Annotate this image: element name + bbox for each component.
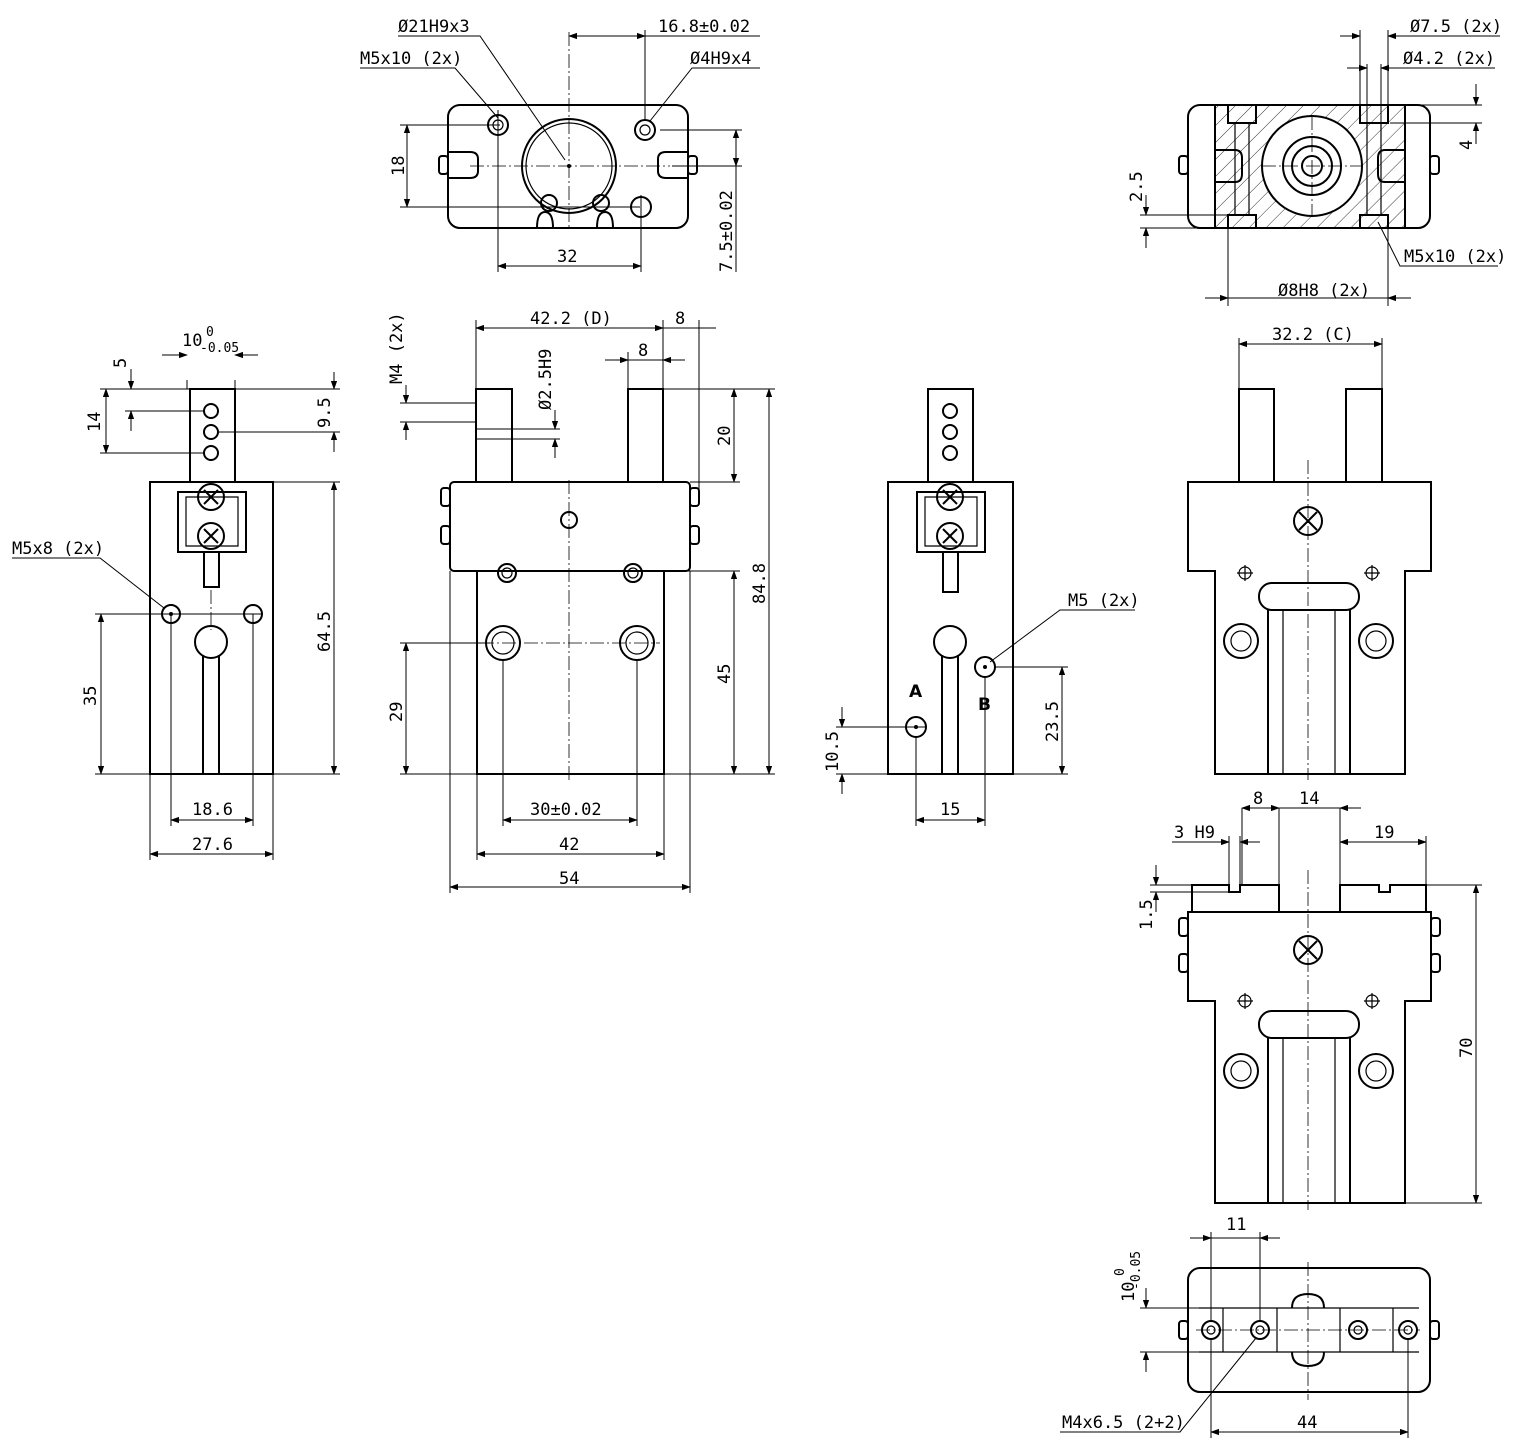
label-thru-hole: Ø4.2 (2x) <box>1403 49 1495 69</box>
label-dowel: Ø8H8 (2x) <box>1278 281 1370 301</box>
label-tol-upper: 0 <box>206 325 214 340</box>
label-m4x6-5: M4x6.5 (2+2) <box>1062 1413 1185 1433</box>
label-d11: 11 <box>1226 1215 1246 1235</box>
label-section-thread: M5x10 (2x) <box>1404 247 1506 267</box>
rear-view-open <box>1187 338 1432 780</box>
label-pin-holes: Ø4H9x4 <box>690 49 751 69</box>
label-d14: 14 <box>85 412 105 432</box>
label-d42: 42 <box>559 835 579 855</box>
label-d8b: 8 <box>638 341 648 361</box>
label-d8-closed: 8 <box>1253 789 1263 809</box>
label-y-offset: 7.5±0.02 <box>717 190 737 272</box>
rear-view-closed <box>1150 804 1482 1210</box>
label-d18-6: 18.6 <box>192 800 233 820</box>
label-center-bore: Ø21H9x3 <box>398 17 470 37</box>
label-d23-5: 23.5 <box>1043 701 1063 742</box>
label-m5-port: M5 (2x) <box>1068 591 1140 611</box>
label-d9-5: 9.5 <box>315 397 335 428</box>
label-d5: 5 <box>111 358 131 368</box>
label-spacing-32: 32 <box>557 247 577 267</box>
label-d19: 19 <box>1374 823 1394 843</box>
label-pin-offset: 16.8±0.02 <box>658 17 750 37</box>
front-view <box>400 320 775 893</box>
label-m5x8: M5x8 (2x) <box>12 539 104 559</box>
label-bottom-tol-nominal: 10 <box>1119 1282 1139 1302</box>
top-view <box>360 30 760 272</box>
section-view <box>1140 30 1500 306</box>
label-d84-8: 84.8 <box>750 563 770 604</box>
bottom-view <box>1060 1232 1440 1438</box>
right-side-view <box>836 388 1135 826</box>
label-d30: 30±0.02 <box>530 800 602 820</box>
label-depth-4: 4 <box>1457 140 1477 150</box>
label-d64-5: 64.5 <box>315 611 335 652</box>
label-tol-lower: -0.05 <box>200 341 239 356</box>
label-gap-2-5: 2.5 <box>1127 171 1147 202</box>
left-body <box>149 481 274 775</box>
label-height-18: 18 <box>389 156 409 176</box>
label-m4: M4 (2x) <box>387 312 407 384</box>
label-port-a: A <box>909 682 923 702</box>
dimension-labels: Ø21H9x3 16.8±0.02 M5x10 (2x) Ø4H9x4 18 3… <box>12 17 1506 1433</box>
label-d10-5: 10.5 <box>823 731 843 772</box>
label-d54: 54 <box>559 869 579 889</box>
label-d15: 15 <box>940 800 960 820</box>
label-d27-6: 27.6 <box>192 835 233 855</box>
label-d35: 35 <box>81 686 101 706</box>
label-cbore: Ø7.5 (2x) <box>1410 17 1502 37</box>
label-d29: 29 <box>387 702 407 722</box>
label-d44: 44 <box>1297 1413 1317 1433</box>
label-bottom-tol-upper: 0 <box>1113 1268 1128 1276</box>
label-bottom-tol-lower: -0.05 <box>1129 1251 1144 1290</box>
label-port-b: B <box>978 695 991 715</box>
pin-hole <box>634 119 656 141</box>
label-d1-5: 1.5 <box>1137 899 1157 930</box>
label-thread-holes: M5x10 (2x) <box>360 49 462 69</box>
label-d20: 20 <box>715 426 735 446</box>
label-d3h9: 3 H9 <box>1174 823 1215 843</box>
label-d14-closed: 14 <box>1299 789 1319 809</box>
label-d42-2: 42.2 (D) <box>530 309 612 329</box>
label-d45: 45 <box>715 664 735 684</box>
left-side-view <box>12 351 340 860</box>
label-stroke: 32.2 (C) <box>1272 325 1354 345</box>
label-pin: Ø2.5H9 <box>536 349 556 410</box>
label-d70: 70 <box>1457 1038 1477 1058</box>
label-tol-nominal: 10 <box>182 331 202 351</box>
label-d8a: 8 <box>675 309 685 329</box>
